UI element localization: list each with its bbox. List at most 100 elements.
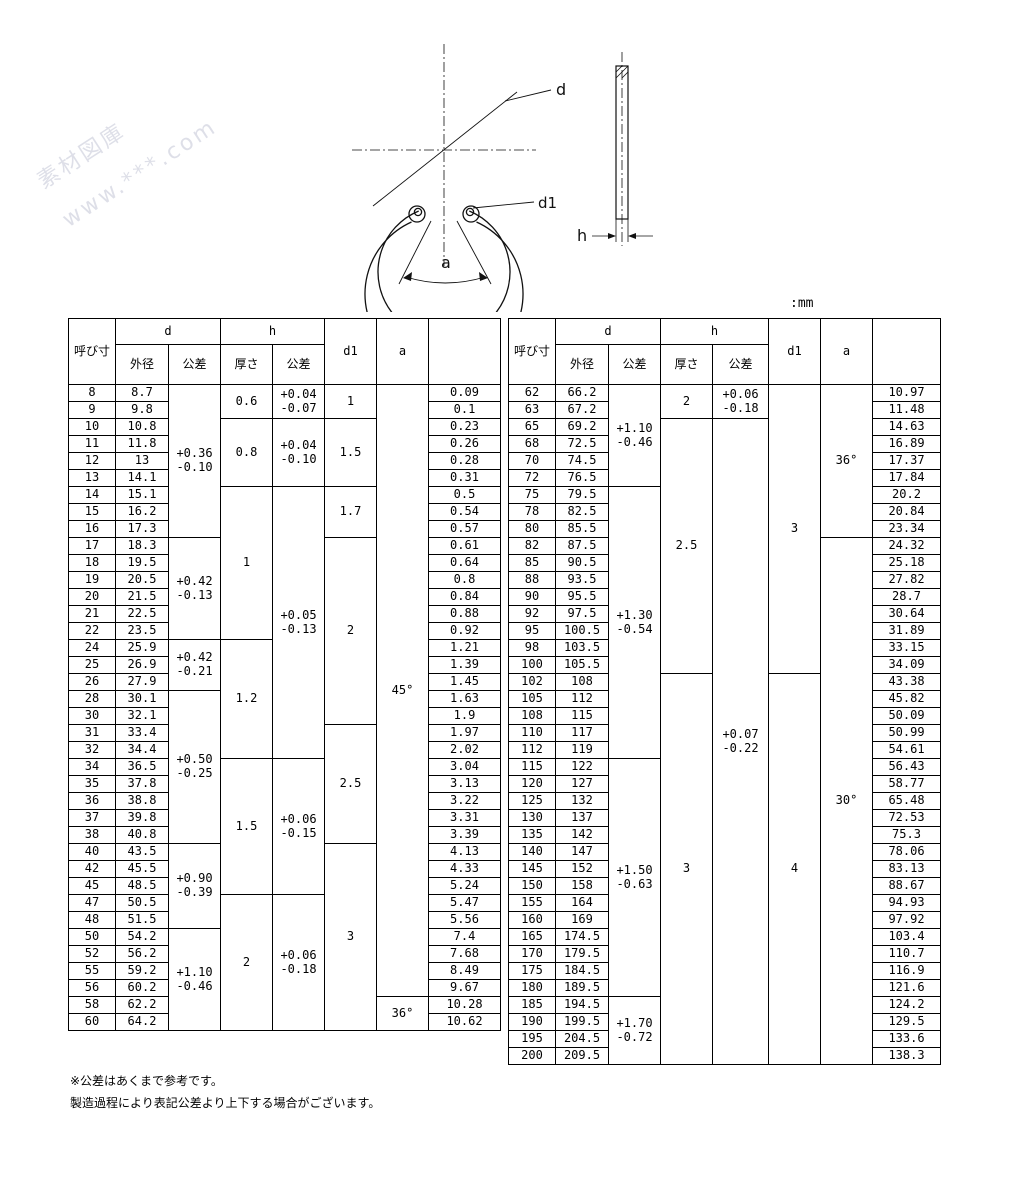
od-tolerance-cell: +0.36 -0.10 — [168, 384, 221, 538]
outer-diameter-cell: 30.1 — [115, 690, 169, 708]
mass-cell: 33.15 — [872, 639, 941, 657]
outer-diameter-cell: 59.2 — [115, 962, 169, 980]
nominal-size-cell: 160 — [508, 911, 556, 929]
nominal-size-cell: 175 — [508, 962, 556, 980]
mass-cell: 88.67 — [872, 877, 941, 895]
angle-a-cell: 36° — [376, 996, 429, 1031]
mass-cell: 10.97 — [872, 384, 941, 402]
mass-cell: 30.64 — [872, 605, 941, 623]
outer-diameter-cell: 69.2 — [555, 418, 609, 436]
mass-cell: 1.97 — [428, 724, 501, 742]
nominal-size-cell: 165 — [508, 928, 556, 946]
nominal-size-cell: 9 — [68, 401, 116, 419]
thickness-tolerance-cell: +0.06 -0.18 — [712, 384, 769, 419]
outer-diameter-cell: 122 — [555, 758, 609, 776]
thickness-cell: 3 — [660, 673, 713, 1065]
nominal-size-cell: 98 — [508, 639, 556, 657]
thickness-cell: 1.2 — [220, 639, 273, 759]
outer-diameter-cell: 62.2 — [115, 996, 169, 1014]
mass-cell: 24.32 — [872, 537, 941, 555]
nominal-size-cell: 12 — [68, 452, 116, 470]
col-header-od-tolerance: 公差 — [608, 344, 661, 385]
mass-cell: 5.24 — [428, 877, 501, 895]
d1-cell: 3 — [768, 384, 821, 674]
col-header-nominal: 呼び寸 — [508, 318, 556, 385]
nominal-size-cell: 28 — [68, 690, 116, 708]
mass-cell: 10.28 — [428, 996, 501, 1014]
mass-cell: 50.99 — [872, 724, 941, 742]
nominal-size-cell: 55 — [68, 962, 116, 980]
outer-diameter-cell: 184.5 — [555, 962, 609, 980]
outer-diameter-cell: 16.2 — [115, 503, 169, 521]
d1-cell: 1.5 — [324, 418, 377, 487]
nominal-size-cell: 155 — [508, 894, 556, 912]
thickness-cell: 2 — [220, 894, 273, 1031]
col-header-outer-diameter: 外径 — [555, 344, 609, 385]
outer-diameter-cell: 18.3 — [115, 537, 169, 555]
outer-diameter-cell: 36.5 — [115, 758, 169, 776]
outer-diameter-cell: 74.5 — [555, 452, 609, 470]
mass-cell: 7.4 — [428, 928, 501, 946]
thickness-cell: 1 — [220, 486, 273, 640]
nominal-size-cell: 24 — [68, 639, 116, 657]
mass-cell: 34.09 — [872, 656, 941, 674]
nominal-size-cell: 68 — [508, 435, 556, 453]
mass-cell: 133.6 — [872, 1030, 941, 1048]
outer-diameter-cell: 15.1 — [115, 486, 169, 504]
outer-diameter-cell: 103.5 — [555, 639, 609, 657]
mass-cell: 110.7 — [872, 945, 941, 963]
side-view-hatching — [615, 65, 629, 79]
right-table-header: 呼び寸 d h d1 a 外径 公差 厚さ 公差 — [508, 318, 941, 385]
d1-cell: 2.5 — [324, 724, 377, 844]
outer-diameter-cell: 76.5 — [555, 469, 609, 487]
outer-diameter-cell: 137 — [555, 809, 609, 827]
mass-cell: 17.84 — [872, 469, 941, 487]
nominal-size-cell: 50 — [68, 928, 116, 946]
mass-cell: 17.37 — [872, 452, 941, 470]
od-tolerance-cell: +1.10 -0.46 — [608, 384, 661, 487]
mass-cell: 0.88 — [428, 605, 501, 623]
mass-cell: 58.77 — [872, 775, 941, 793]
unit-label: :mm — [790, 296, 814, 311]
outer-diameter-cell: 50.5 — [115, 894, 169, 912]
outer-diameter-cell: 64.2 — [115, 1013, 169, 1031]
outer-diameter-cell: 23.5 — [115, 622, 169, 640]
nominal-size-cell: 108 — [508, 707, 556, 725]
mass-cell: 14.63 — [872, 418, 941, 436]
mass-cell: 129.5 — [872, 1013, 941, 1031]
nominal-size-cell: 18 — [68, 554, 116, 572]
mass-cell: 138.3 — [872, 1047, 941, 1065]
outer-diameter-cell: 189.5 — [555, 979, 609, 997]
lug-hole-left — [413, 207, 423, 217]
outer-diameter-cell: 20.5 — [115, 571, 169, 589]
mass-cell: 8.49 — [428, 962, 501, 980]
mass-cell: 2.02 — [428, 741, 501, 759]
nominal-size-cell: 8 — [68, 384, 116, 402]
outer-diameter-cell: 34.4 — [115, 741, 169, 759]
outer-diameter-cell: 152 — [555, 860, 609, 878]
mass-cell: 56.43 — [872, 758, 941, 776]
outer-diameter-cell: 117 — [555, 724, 609, 742]
mass-cell: 72.53 — [872, 809, 941, 827]
mass-cell: 3.39 — [428, 826, 501, 844]
nominal-size-cell: 17 — [68, 537, 116, 555]
od-tolerance-cell: +1.10 -0.46 — [168, 928, 221, 1031]
mass-cell: 3.31 — [428, 809, 501, 827]
outer-diameter-cell: 174.5 — [555, 928, 609, 946]
mass-cell: 0.09 — [428, 384, 501, 402]
mass-cell: 0.64 — [428, 554, 501, 572]
